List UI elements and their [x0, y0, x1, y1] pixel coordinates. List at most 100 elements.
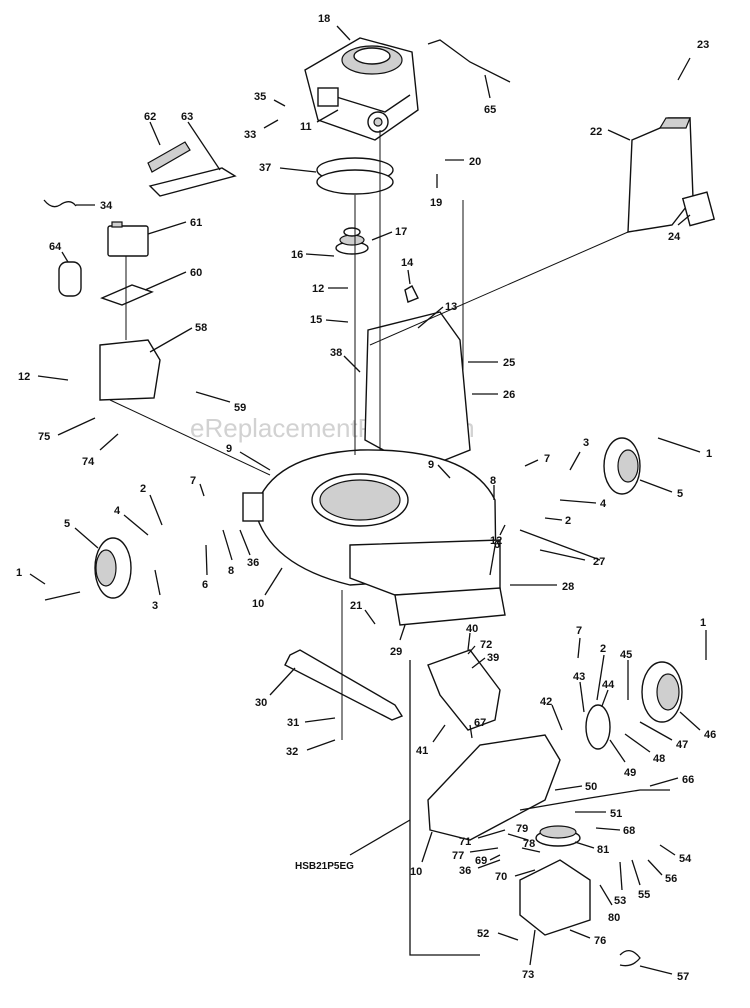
- callout-36b: 36: [459, 859, 501, 877]
- svg-text:36: 36: [459, 865, 471, 877]
- callout-40: 40: [466, 623, 478, 651]
- callout-8b: 8: [490, 475, 496, 500]
- svg-text:56: 56: [665, 873, 677, 885]
- svg-text:25: 25: [503, 357, 515, 369]
- svg-text:13: 13: [445, 301, 457, 313]
- svg-text:67: 67: [474, 717, 486, 729]
- callout-64: 64: [49, 241, 69, 263]
- callout-3b: 3: [569, 437, 589, 471]
- svg-text:70: 70: [495, 871, 507, 883]
- svg-text:81: 81: [597, 844, 609, 856]
- callout-76: 76: [569, 929, 606, 947]
- svg-text:22: 22: [590, 126, 602, 138]
- rope-handle: [147, 141, 237, 197]
- callout-43: 43: [573, 671, 585, 713]
- callout-70: 70: [495, 869, 536, 883]
- svg-text:4: 4: [114, 505, 121, 517]
- callout-7c: 7: [576, 625, 582, 659]
- svg-text:68: 68: [623, 825, 635, 837]
- callout-33: 33: [244, 119, 279, 141]
- svg-text:49: 49: [624, 767, 636, 779]
- svg-text:62: 62: [144, 111, 156, 123]
- callout-52: 52: [477, 928, 519, 941]
- svg-text:18: 18: [318, 13, 330, 25]
- callout-81: 81: [574, 841, 609, 856]
- callout-12: 12: [312, 283, 348, 295]
- svg-text:1: 1: [706, 448, 712, 460]
- svg-text:19: 19: [430, 197, 442, 209]
- svg-text:60: 60: [190, 267, 202, 279]
- connector: [43, 199, 77, 208]
- svg-text:26: 26: [503, 389, 515, 401]
- callout-2: 2: [140, 483, 163, 526]
- callout-1: 1: [657, 437, 712, 460]
- svg-text:33: 33: [244, 129, 256, 141]
- svg-text:72: 72: [480, 639, 492, 651]
- svg-text:21: 21: [350, 600, 362, 612]
- callout-73: 73: [522, 929, 536, 981]
- blade: [284, 649, 404, 721]
- callout-15: 15: [310, 314, 349, 326]
- rod-27: [519, 529, 601, 561]
- svg-text:28: 28: [562, 581, 574, 593]
- svg-text:74: 74: [82, 456, 95, 468]
- callout-30: 30: [255, 667, 296, 709]
- svg-text:12: 12: [490, 535, 502, 547]
- callout-13: 13: [417, 301, 457, 329]
- svg-text:51: 51: [610, 808, 622, 820]
- svg-text:9: 9: [226, 443, 232, 455]
- callout-42: 42: [540, 696, 563, 731]
- right-wheel: [603, 437, 641, 495]
- svg-text:73: 73: [522, 969, 534, 981]
- svg-text:4: 4: [600, 498, 607, 510]
- callout-51: 51: [575, 808, 622, 820]
- callout-28: 28: [510, 581, 574, 593]
- svg-text:20: 20: [469, 156, 481, 168]
- engine: [304, 37, 419, 141]
- alignment-lines: [109, 130, 629, 740]
- callout-63: 63: [181, 111, 221, 171]
- svg-text:30: 30: [255, 697, 267, 709]
- svg-text:46: 46: [704, 729, 716, 741]
- callout-18: 18: [318, 13, 351, 41]
- svg-text:2: 2: [140, 483, 146, 495]
- svg-text:64: 64: [49, 241, 62, 253]
- svg-text:47: 47: [676, 739, 688, 751]
- svg-text:31: 31: [287, 717, 299, 729]
- battery-tray: [99, 339, 161, 401]
- clip-14: [404, 285, 419, 303]
- svg-text:40: 40: [466, 623, 478, 635]
- callout-79: 79: [507, 823, 528, 841]
- lower-deck-section: [427, 734, 561, 841]
- svg-text:16: 16: [291, 249, 303, 261]
- callout-5b: 5: [639, 479, 683, 500]
- callout-56: 56: [647, 859, 677, 885]
- callout-49: 49: [609, 739, 636, 779]
- callout-5: 5: [64, 518, 99, 549]
- svg-text:50: 50: [585, 781, 597, 793]
- callout-34: 34: [76, 200, 113, 212]
- callout-7b: 7: [524, 453, 550, 467]
- svg-text:78: 78: [523, 838, 535, 850]
- callout-53: 53: [614, 861, 626, 907]
- callout-47: 47: [639, 721, 688, 751]
- svg-text:23: 23: [697, 39, 709, 51]
- svg-text:12: 12: [312, 283, 324, 295]
- svg-text:7: 7: [576, 625, 582, 637]
- svg-text:66: 66: [682, 774, 694, 786]
- callout-48: 48: [624, 733, 665, 765]
- svg-text:9: 9: [428, 459, 434, 471]
- svg-text:58: 58: [195, 322, 207, 334]
- svg-text:8: 8: [490, 475, 496, 487]
- svg-text:2: 2: [565, 515, 571, 527]
- svg-text:36: 36: [247, 557, 259, 569]
- callout-26: 26: [472, 389, 515, 401]
- svg-text:38: 38: [330, 347, 342, 359]
- callout-29: 29: [390, 624, 406, 658]
- callout-14: 14: [401, 257, 414, 285]
- callout-16: 16: [291, 249, 335, 261]
- callout-8: 8: [222, 529, 234, 577]
- callout-11: 11: [300, 109, 339, 133]
- callout-59: 59: [195, 391, 246, 414]
- callout-68: 68: [595, 825, 635, 837]
